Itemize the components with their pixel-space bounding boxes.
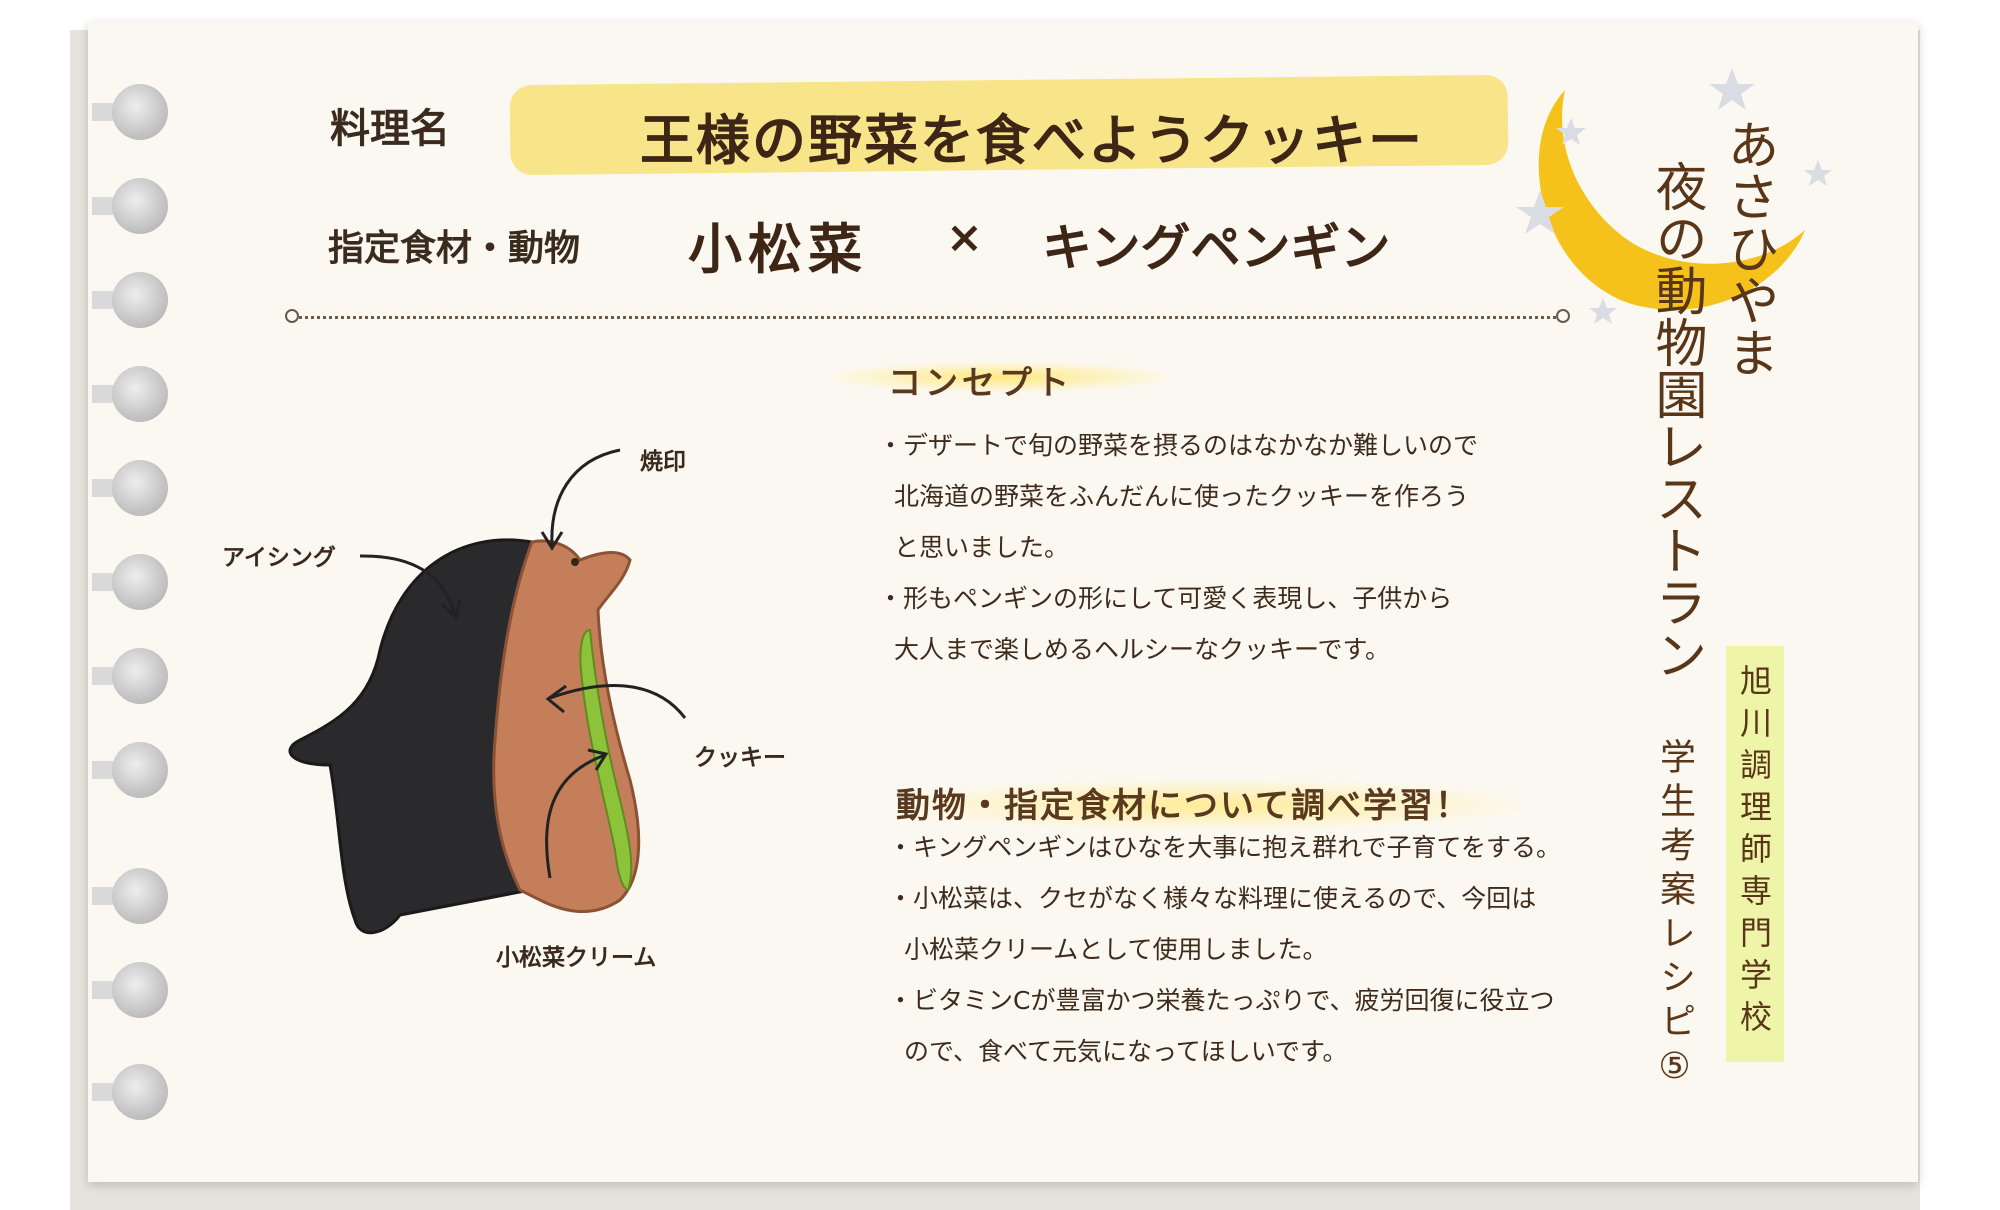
callout-cookie: クッキー	[694, 745, 786, 771]
study-line: ・ビタミンCが豊富かつ栄養たっぷりで、疲労回復に役立つ	[888, 986, 1555, 1015]
ingredient-label: 指定食材・動物	[328, 228, 581, 269]
ingredient-name: 小松菜	[688, 218, 868, 281]
star-icon	[1804, 160, 1832, 186]
notebook-ring-icon	[92, 366, 172, 422]
concept-line: ・形もペンギンの形にして可愛く表現し、子供から	[878, 584, 1453, 613]
notebook-ring-icon	[92, 178, 172, 234]
notebook-ring-icon	[92, 1064, 172, 1120]
notebook-page	[88, 22, 1918, 1182]
school-name: 旭川調理師専門学校	[1735, 664, 1773, 1042]
study-line: ので、食べて元気になってほしいです。	[904, 1037, 1348, 1066]
concept-line: ・デザートで旬の野菜を摂るのはなかなか難しいので	[878, 431, 1479, 460]
star-icon	[1709, 68, 1755, 110]
night-decoration	[1516, 68, 1832, 324]
study-text: ・キングペンギンはひなを大事に抱え群れで子育てをする。 ・小松菜は、クセがなく様…	[888, 822, 1561, 1077]
concept-heading: コンセプト	[888, 363, 1073, 402]
notebook-ring-icon	[92, 648, 172, 704]
concept-line: と思いました。	[894, 533, 1070, 562]
concept-text: ・デザートで旬の野菜を摂るのはなかなか難しいので 北海道の野菜をふんだんに使った…	[878, 420, 1478, 675]
side-title-line2: 夜の動物園レストラン	[1646, 160, 1706, 680]
side-series: 学生考案レシピ⑤	[1654, 738, 1695, 1095]
divider-end-left	[285, 309, 299, 323]
callout-brand: 焼印	[640, 449, 686, 475]
notebook-ring-icon	[92, 460, 172, 516]
star-icon	[1556, 118, 1586, 145]
study-line: ・小松菜は、クセがなく様々な料理に使えるので、今回は	[888, 884, 1537, 913]
komatsuna-cream	[579, 628, 633, 892]
animal-name: キングペンギン	[1042, 219, 1391, 277]
side-title-line1: あさひやま	[1718, 118, 1778, 378]
dotted-divider	[292, 316, 1564, 319]
cream-arrow	[545, 753, 606, 879]
star-icon	[1516, 190, 1564, 234]
concept-line: 北海道の野菜をふんだんに使ったクッキーを作ろう	[894, 482, 1470, 511]
penguin-cookie-front	[492, 539, 641, 914]
notebook-ring-icon	[92, 742, 172, 798]
notebook-ring-icon	[92, 272, 172, 328]
notebook-ring-icon	[92, 868, 172, 924]
crescent-moon-icon	[1538, 90, 1805, 310]
brand-arrow	[550, 448, 621, 546]
study-line: 小松菜クリームとして使用しました。	[904, 935, 1328, 964]
school-tag	[1726, 646, 1784, 1062]
study-line: ・キングペンギンはひなを大事に抱え群れで子育てをする。	[888, 833, 1562, 862]
brand-mark	[571, 558, 579, 566]
callout-icing: アイシング	[222, 545, 336, 571]
penguin-icing	[288, 538, 534, 935]
notebook-ring-icon	[92, 84, 172, 140]
icing-arrow	[359, 554, 457, 616]
study-heading: 動物・指定食材について調べ学習！	[896, 786, 1471, 826]
concept-heading-glow	[830, 362, 1170, 392]
dish-name: 王様の野菜を食べようクッキー	[640, 109, 1424, 172]
notebook-ring-icon	[92, 554, 172, 610]
star-icon	[1589, 298, 1617, 324]
callout-cream: 小松菜クリーム	[496, 945, 657, 971]
divider-end-right	[1556, 309, 1570, 323]
notebook-ring-icon	[92, 962, 172, 1018]
dish-label: 料理名	[330, 106, 450, 152]
concept-line: 大人まで楽しめるヘルシーなクッキーです。	[894, 635, 1391, 664]
cookie-arrow	[549, 684, 687, 719]
penguin-cookie-illustration	[288, 448, 687, 935]
study-heading-glow	[900, 780, 1520, 830]
cross-symbol: ×	[946, 212, 983, 263]
